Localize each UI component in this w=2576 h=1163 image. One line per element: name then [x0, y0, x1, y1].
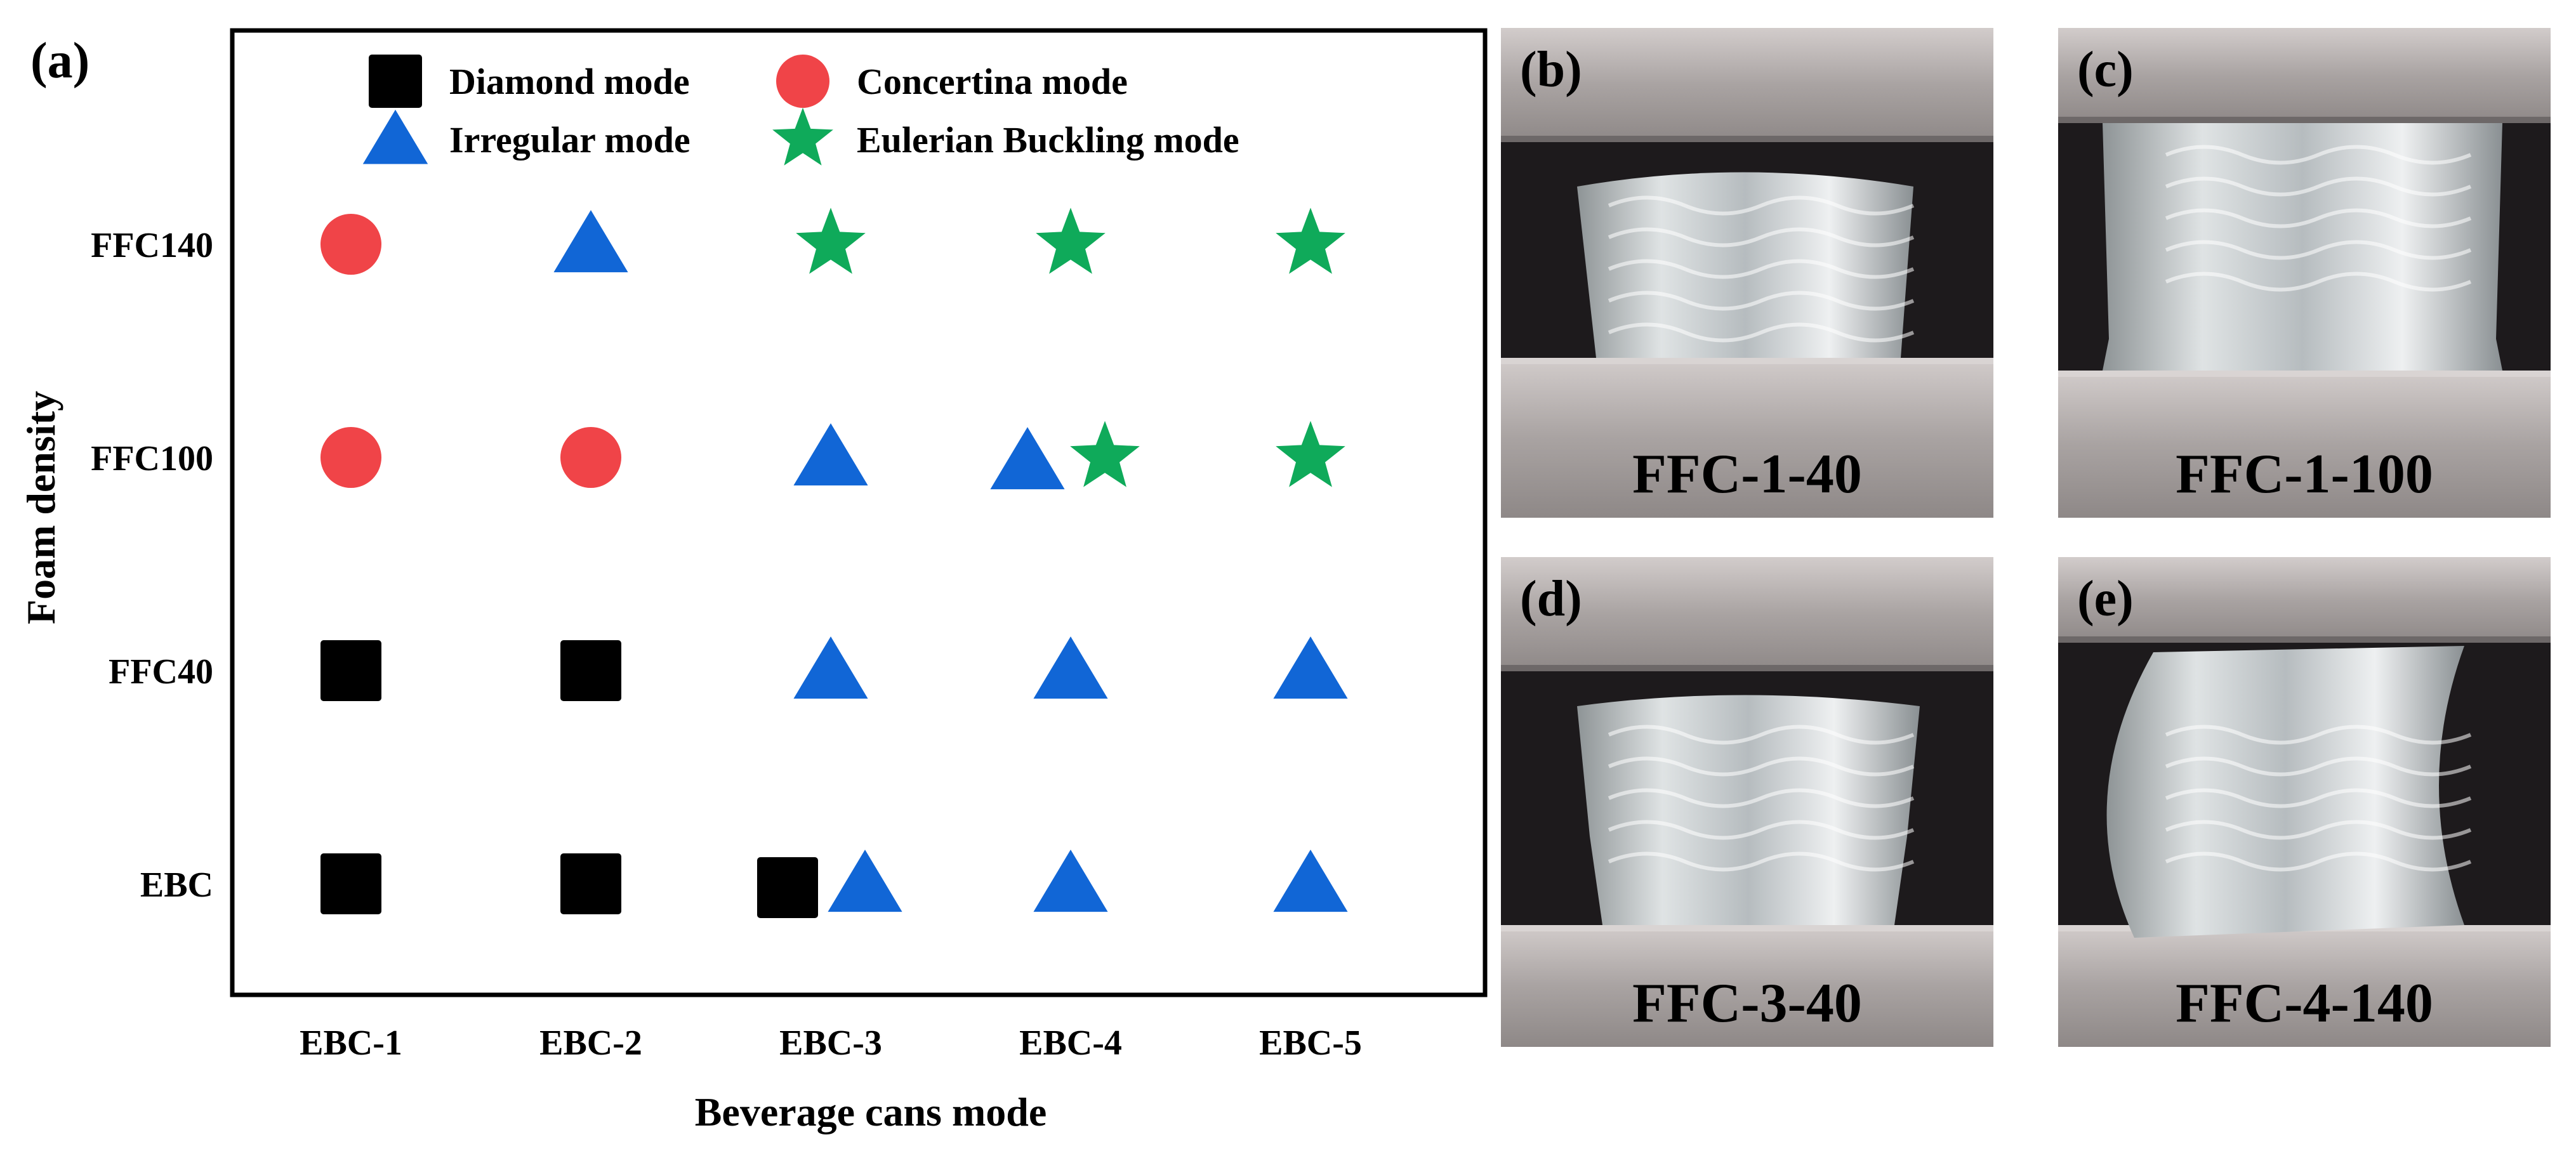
x-tick-ebc-5: EBC-5 — [1259, 1023, 1362, 1063]
mark-irregular-mode-ebc-3-ffc40 — [793, 636, 868, 699]
chart-panel: (a) Diamond mode Concertina modeIrregular… — [18, 28, 1488, 1134]
photo-panels: (b) FFC-1-40 (c) FFC-1-100 (d) FFC-3-40 (e) FFC… — [1501, 28, 2551, 1047]
y-tick-ebc: EBC — [140, 865, 213, 905]
x-tick-ebc-2: EBC-2 — [539, 1023, 642, 1063]
mark-irregular-mode-ebc-5-ffc40 — [1273, 636, 1348, 699]
panel-label-e: (e) — [2077, 571, 2134, 627]
mark-irregular-mode-ebc-4-ebc — [1033, 850, 1108, 912]
can-body — [2106, 646, 2464, 938]
y-tick-ffc100: FFC100 — [91, 439, 213, 478]
plate-edge — [1501, 136, 1993, 142]
panel-label-b: (b) — [1520, 42, 1582, 98]
mark-eulerian-buckling-mode-ebc-5-ffc140 — [1276, 207, 1345, 274]
mark-diamond-mode-ebc-2-ebc — [560, 853, 621, 914]
panel-label-a: (a) — [30, 33, 89, 89]
crumple-highlights — [2165, 725, 2472, 872]
y-tick-labels: EBC FFC40 FFC100 FFC140 — [91, 226, 213, 905]
crumple-highlights — [1608, 725, 1915, 872]
legend-label-diamond-mode: Diamond mode — [449, 61, 690, 102]
plate-edge — [2058, 636, 2551, 643]
x-tick-ebc-4: EBC-4 — [1019, 1023, 1122, 1063]
legend-marker-irregular-mode — [362, 109, 428, 164]
y-tick-ffc40: FFC40 — [109, 652, 213, 692]
mark-eulerian-buckling-mode-ebc-4-ffc100 — [1070, 421, 1140, 487]
mark-irregular-mode-ebc-4-ffc40 — [1033, 636, 1108, 699]
can-body — [2103, 123, 2502, 371]
mark-irregular-mode-ebc-3-ffc100 — [793, 423, 868, 486]
mark-concertina-mode-ebc-2-ffc100 — [560, 427, 621, 488]
mark-diamond-mode-ebc-1-ebc — [320, 853, 381, 914]
mark-irregular-mode-ebc-3-ebc — [828, 850, 902, 912]
legend-label-concertina-mode: Concertina mode — [857, 61, 1128, 102]
legend-marker-concertina-mode — [776, 55, 829, 108]
photo-panel-b: (b) FFC-1-40 — [1501, 28, 1993, 518]
crumple-highlights — [2165, 145, 2472, 292]
x-axis-label: Beverage cans mode — [695, 1089, 1047, 1134]
mark-concertina-mode-ebc-1-ffc140 — [320, 214, 381, 275]
can-body — [1577, 695, 1920, 925]
x-tick-ebc-3: EBC-3 — [779, 1023, 882, 1063]
plate-edge — [1501, 665, 1993, 671]
bottom-plate — [2058, 371, 2551, 518]
can-body — [1577, 172, 1913, 358]
mark-irregular-mode-ebc-4-ffc100 — [990, 427, 1065, 490]
legend-label-irregular-mode: Irregular mode — [449, 119, 690, 161]
crumple-highlights — [1608, 195, 1915, 343]
photo-panel-c: (c) FFC-1-100 — [2058, 28, 2551, 518]
mark-irregular-mode-ebc-2-ffc140 — [553, 210, 628, 273]
top-plate — [1501, 28, 1993, 142]
plate-edge — [1501, 358, 1993, 364]
photo-caption-b: FFC-1-40 — [1632, 444, 1862, 505]
mark-diamond-mode-ebc-3-ebc — [757, 857, 818, 918]
photo-caption-c: FFC-1-100 — [2176, 444, 2433, 505]
x-tick-ebc-1: EBC-1 — [300, 1023, 402, 1063]
plate-edge — [2058, 117, 2551, 123]
plate-edge — [2058, 371, 2551, 377]
mark-eulerian-buckling-mode-ebc-3-ffc140 — [796, 207, 866, 274]
legend-label-eulerian-buckling-mode: Eulerian Buckling mode — [857, 119, 1239, 161]
panel-label-c: (c) — [2077, 42, 2134, 98]
top-plate — [1501, 557, 1993, 671]
photo-panel-e: (e) FFC-4-140 — [2058, 557, 2551, 1047]
mark-eulerian-buckling-mode-ebc-5-ffc100 — [1276, 421, 1345, 487]
y-axis-label: Foam density — [18, 391, 63, 624]
plate-edge — [1501, 925, 1993, 931]
top-plate — [2058, 28, 2551, 123]
mark-concertina-mode-ebc-1-ffc100 — [320, 427, 381, 488]
mark-irregular-mode-ebc-5-ebc — [1273, 850, 1348, 912]
mark-diamond-mode-ebc-2-ffc40 — [560, 640, 621, 701]
bottom-plate — [2058, 925, 2551, 1047]
photo-caption-e: FFC-4-140 — [2176, 973, 2433, 1034]
photo-panel-d: (d) FFC-3-40 — [1501, 557, 1993, 1047]
panel-label-d: (d) — [1520, 571, 1582, 627]
photo-caption-d: FFC-3-40 — [1632, 973, 1862, 1034]
y-tick-ffc140: FFC140 — [91, 226, 213, 265]
chart-marks — [320, 207, 1348, 918]
plot-frame — [230, 28, 1488, 997]
top-plate — [2058, 557, 2551, 643]
mark-eulerian-buckling-mode-ebc-4-ffc140 — [1036, 207, 1106, 274]
legend-marker-diamond-mode — [369, 55, 422, 108]
bottom-plate — [1501, 925, 1993, 1047]
x-tick-labels: EBC-1 EBC-2 EBC-3 EBC-4 EBC-5 — [300, 1023, 1362, 1063]
mark-diamond-mode-ebc-1-ffc40 — [320, 640, 381, 701]
bottom-plate — [1501, 358, 1993, 518]
legend-marker-eulerian-buckling-mode — [772, 107, 833, 166]
